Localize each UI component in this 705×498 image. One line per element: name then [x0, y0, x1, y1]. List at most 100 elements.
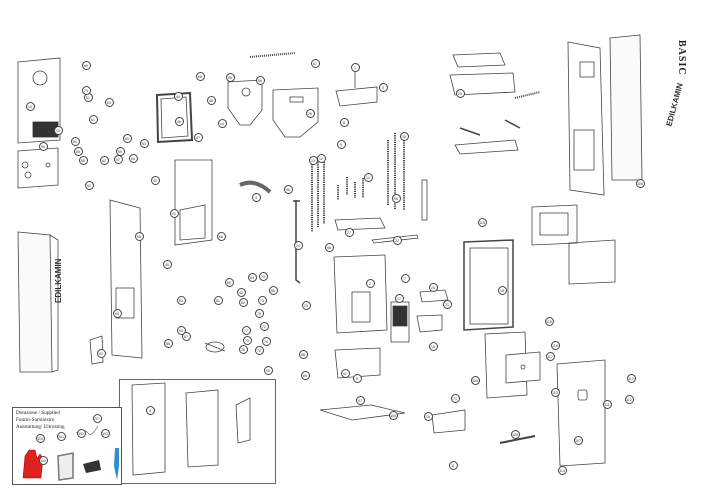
supplied-line-1: Dotazione / Supplied	[16, 410, 60, 416]
right-side-panel	[609, 34, 643, 181]
part-callout-102: 102	[76, 428, 86, 438]
part-callout-115: 115	[544, 316, 554, 326]
tube-24	[295, 200, 301, 284]
part-callout-49: 49	[173, 91, 183, 101]
mainboard-frame	[174, 159, 213, 246]
supplied-items-box: Dotazione / Supplied Fourni-Suministro A…	[12, 407, 122, 485]
part-callout-14: 14	[363, 172, 373, 182]
part-callout-6: 6	[352, 373, 362, 383]
part-callout-24: 24	[293, 240, 303, 250]
combustion-chamber	[333, 254, 388, 334]
rod	[421, 179, 428, 221]
part-callout-11: 11	[448, 460, 458, 470]
top-box	[335, 68, 378, 107]
part-callout-58: 58	[78, 155, 88, 165]
part-callout-108: 108	[635, 178, 645, 188]
part-callout-16: 16	[423, 411, 433, 421]
part-callout-114: 114	[557, 465, 567, 475]
middle-side-panel	[109, 199, 143, 359]
part-callout-78: 78	[254, 308, 264, 318]
part-callout-100: 100	[38, 455, 48, 465]
part-callout-93: 93	[176, 325, 186, 335]
part-callout-66: 66	[216, 231, 226, 241]
part-callout-63: 63	[104, 97, 114, 107]
part-callout-74: 74	[254, 345, 264, 355]
door-frame	[463, 239, 514, 331]
part-callout-54: 54	[128, 153, 138, 163]
part-callout-46: 46	[174, 116, 184, 126]
part-callout-57: 57	[113, 154, 123, 164]
part-callout-42: 42	[236, 287, 246, 297]
part-callout-109: 109	[510, 429, 520, 439]
part-callout-92: 92	[96, 348, 106, 358]
ash-box-6	[334, 347, 381, 379]
left-panel-logo: EDILKAMIN	[54, 258, 63, 303]
part-callout-96: 96	[283, 184, 293, 194]
base-plate	[319, 404, 406, 421]
part-callout-12: 12	[316, 153, 326, 163]
part-callout-28: 28	[238, 344, 248, 354]
part-callout-75: 75	[242, 335, 252, 345]
right-panel-logo: EDILKAMIN	[664, 82, 684, 127]
part-19	[416, 314, 443, 333]
part-callout-53: 53	[139, 138, 149, 148]
part-callout-95: 95	[134, 231, 144, 241]
diagram-title: BASIC	[676, 40, 687, 76]
bracket	[235, 397, 251, 444]
spring-rail	[249, 52, 296, 58]
left-side-panel	[17, 231, 59, 373]
part-callout-3: 3	[378, 82, 388, 92]
part-callout-60: 60	[122, 133, 132, 143]
part-callout-84: 84	[247, 272, 257, 282]
part-callout-105: 105	[388, 410, 398, 420]
bar-22	[371, 234, 419, 244]
part-callout-8: 8	[339, 117, 349, 127]
part-callout-52: 52	[84, 180, 94, 190]
brush-icon	[83, 460, 101, 473]
part-callout-88: 88	[298, 349, 308, 359]
part-callout-68: 68	[195, 71, 205, 81]
door-panel-149	[185, 389, 219, 468]
part-callout-65: 65	[73, 146, 83, 156]
hopper-back	[227, 79, 263, 126]
part-callout-59: 59	[115, 146, 125, 156]
part-callout-101: 101	[56, 431, 66, 441]
part-callout-71: 71	[450, 393, 460, 403]
part-callout-111: 111	[602, 399, 612, 409]
glove-icon	[22, 449, 44, 479]
part-callout-87: 87	[181, 331, 191, 341]
part-callout-118: 118	[477, 217, 487, 227]
side-door	[556, 359, 606, 467]
part-callout-99: 99	[391, 193, 401, 203]
part-callout-77: 77	[241, 325, 251, 335]
part-callout-81: 81	[213, 295, 223, 305]
part-callout-91: 91	[340, 368, 350, 378]
flame-plate	[454, 139, 519, 155]
part-callout-5: 5	[336, 139, 346, 149]
supplied-line-2: Fourni-Suministro	[16, 417, 55, 423]
part-callout-97: 97	[355, 395, 365, 405]
control-plate	[17, 147, 59, 189]
part-callout-73: 73	[257, 295, 267, 305]
part-callout-113: 113	[626, 373, 636, 383]
part-callout-26: 26	[305, 108, 315, 118]
part-callout-72: 72	[259, 321, 269, 331]
spring-161	[514, 91, 541, 99]
part-callout-76: 76	[261, 336, 271, 346]
part-callout-90: 90	[263, 365, 273, 375]
springs-group	[311, 133, 405, 232]
part-callout-82: 82	[238, 297, 248, 307]
part-callout-22: 22	[392, 235, 402, 245]
part-callout-107: 107	[573, 435, 583, 445]
part-callout-7: 7	[400, 273, 410, 283]
part-callout-117: 117	[545, 351, 555, 361]
part-callout-86: 86	[163, 338, 173, 348]
subassembly-box	[119, 379, 276, 484]
part-callout-64: 64	[70, 136, 80, 146]
part-callout-48: 48	[206, 95, 216, 105]
part-callout-18: 18	[497, 285, 507, 295]
brazier-17	[390, 301, 410, 343]
part-callout-98: 98	[324, 242, 334, 252]
glass-pane	[531, 204, 578, 246]
